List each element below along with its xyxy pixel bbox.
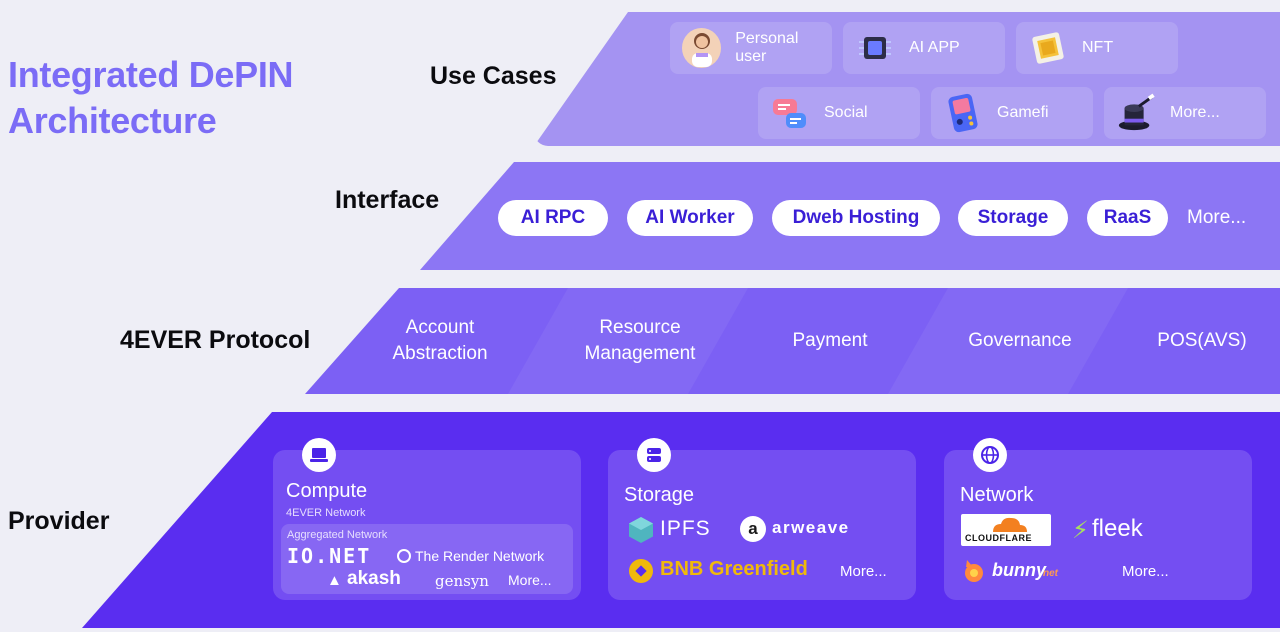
laptop-icon bbox=[302, 438, 336, 472]
use-case-label: More... bbox=[1170, 104, 1220, 121]
bnb-icon bbox=[628, 558, 654, 589]
protocol-pos-avs[interactable]: POS(AVS) bbox=[1157, 330, 1247, 351]
render-network-icon bbox=[397, 549, 411, 563]
use-case-social[interactable]: Social bbox=[758, 87, 920, 139]
fleek-logo: fleek bbox=[1092, 515, 1143, 542]
use-case-label: AI APP bbox=[909, 39, 960, 56]
ipfs-logo: IPFS bbox=[660, 517, 711, 540]
storage-title: Storage bbox=[624, 484, 695, 506]
layer-label-interface: Interface bbox=[335, 186, 440, 214]
compute-subtitle: 4EVER Network bbox=[286, 507, 366, 519]
arweave-logo: arweave bbox=[772, 518, 850, 537]
protocol-layer bbox=[305, 288, 1280, 394]
use-case-label: Social bbox=[824, 104, 868, 121]
chat-bubbles-icon bbox=[770, 93, 810, 133]
ai-chip-icon bbox=[855, 28, 895, 68]
ipfs-icon bbox=[628, 516, 654, 549]
layer-label-use-cases: Use Cases bbox=[430, 62, 557, 90]
protocol-segment-line1: Account bbox=[405, 317, 475, 338]
protocol-payment[interactable]: Payment bbox=[792, 330, 868, 351]
compute-title: Compute bbox=[286, 480, 368, 502]
interface-dweb-hosting[interactable]: Dweb Hosting bbox=[772, 200, 940, 236]
aggregated-network-panel: Aggregated Network IO.NET The Render Net… bbox=[281, 524, 573, 594]
magic-hat-icon bbox=[1116, 93, 1156, 133]
gensyn-logo: gensyn bbox=[435, 572, 489, 590]
layer-label-provider: Provider bbox=[8, 507, 110, 535]
use-case-ai-app[interactable]: AI APP bbox=[843, 22, 1005, 74]
provider-layer bbox=[82, 412, 1280, 628]
database-icon bbox=[637, 438, 671, 472]
bunny-logo: bunny bbox=[992, 560, 1046, 580]
provider-network-card[interactable]: Network CLOUDFLARE ⚡ fleek bunny net Mor… bbox=[944, 438, 1252, 600]
bunny-icon bbox=[961, 558, 987, 589]
akash-icon: ▲ bbox=[327, 572, 342, 589]
globe-icon bbox=[973, 438, 1007, 472]
use-cases-layer bbox=[534, 12, 1280, 146]
network-more[interactable]: More... bbox=[1122, 563, 1169, 580]
use-case-label: Personal user bbox=[735, 30, 799, 65]
protocol-segment-line2: Abstraction bbox=[392, 343, 488, 364]
use-case-more[interactable]: More... bbox=[1104, 87, 1266, 139]
bnb-greenfield-logo: BNB Greenfield bbox=[660, 558, 808, 580]
render-network-logo: The Render Network bbox=[415, 548, 545, 564]
interface-storage[interactable]: Storage bbox=[958, 200, 1068, 236]
provider-compute-card[interactable]: Compute 4EVER Network Aggregated Network… bbox=[273, 438, 581, 600]
cloudflare-logo-box: CLOUDFLARE bbox=[961, 514, 1051, 546]
storage-more[interactable]: More... bbox=[840, 563, 887, 580]
protocol-segment-line1: Resource bbox=[599, 317, 681, 338]
use-case-gamefi[interactable]: Gamefi bbox=[931, 87, 1093, 139]
compute-more[interactable]: More... bbox=[508, 572, 552, 588]
cloudflare-logo: CLOUDFLARE bbox=[965, 533, 1032, 543]
bunny-net-logo: net bbox=[1043, 568, 1058, 579]
ionet-logo: IO.NET bbox=[287, 544, 372, 568]
interface-ai-rpc[interactable]: AI RPC bbox=[498, 200, 608, 236]
aggregated-network-label: Aggregated Network bbox=[287, 529, 388, 541]
interface-ai-worker[interactable]: AI Worker bbox=[627, 200, 753, 236]
protocol-governance[interactable]: Governance bbox=[968, 330, 1072, 351]
interface-raas[interactable]: RaaS bbox=[1087, 200, 1168, 236]
person-avatar-icon bbox=[682, 28, 722, 68]
fleek-bolt-icon: ⚡ bbox=[1072, 517, 1089, 544]
nft-frame-icon bbox=[1028, 28, 1068, 68]
use-case-label: Gamefi bbox=[997, 104, 1049, 121]
use-case-personal-user[interactable]: Personal user bbox=[670, 22, 832, 74]
game-device-icon bbox=[943, 93, 983, 133]
interface-more[interactable]: More... bbox=[1187, 207, 1247, 228]
use-case-nft[interactable]: NFT bbox=[1016, 22, 1178, 74]
network-title: Network bbox=[960, 484, 1034, 506]
page-title: Integrated DePIN Architecture bbox=[8, 54, 294, 141]
use-case-label: NFT bbox=[1082, 39, 1114, 56]
provider-storage-card[interactable]: Storage IPFS a arweave BNB Greenfield Mo… bbox=[608, 438, 916, 600]
arweave-icon: a bbox=[740, 516, 766, 542]
protocol-segment-line2: Management bbox=[584, 343, 696, 364]
akash-logo: akash bbox=[347, 568, 401, 589]
layer-label-protocol: 4EVER Protocol bbox=[120, 326, 311, 354]
